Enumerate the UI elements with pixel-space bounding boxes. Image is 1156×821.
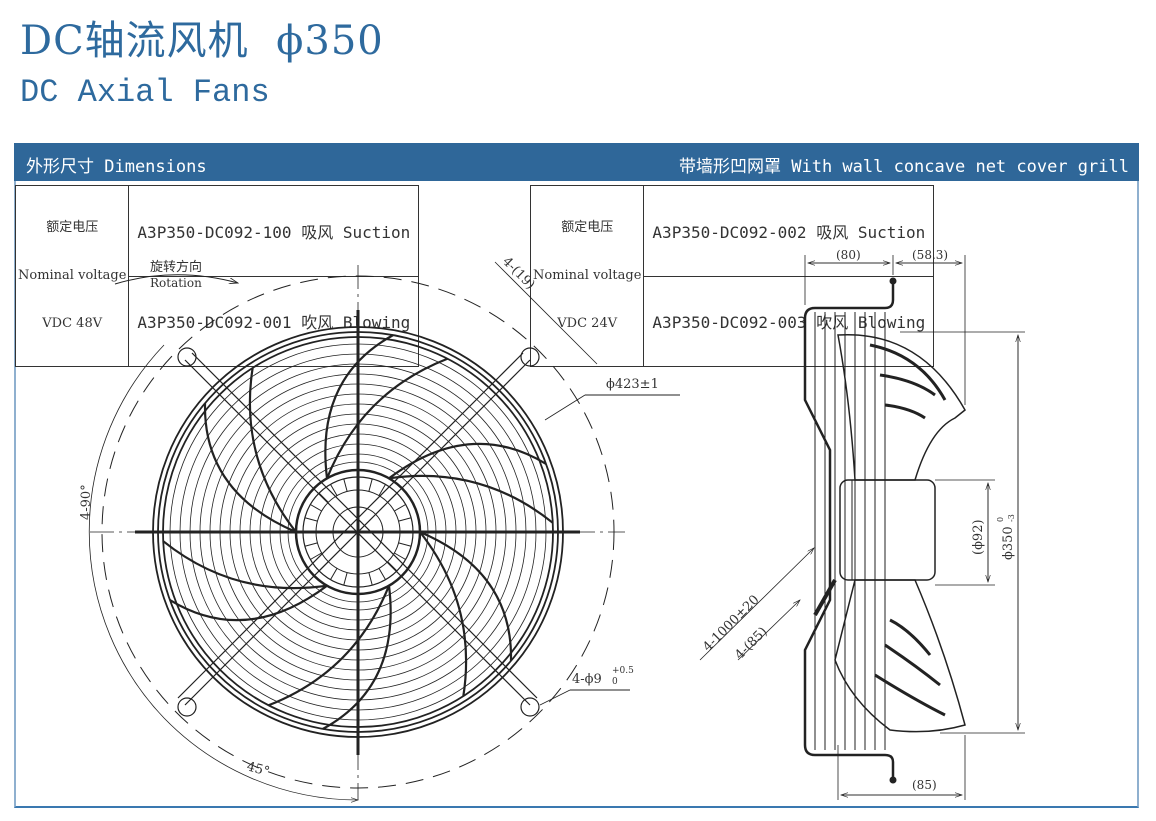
hub-rib (394, 552, 406, 560)
dimensions-panel (14, 143, 1139, 808)
spec-table-48v: 额定电压 Nominal voltage VDC 48V A3P350-DC09… (14, 185, 420, 367)
voltage-value: VDC 24V (557, 316, 618, 331)
hub-rib (398, 542, 412, 547)
model-mode-cn: 吸风 (816, 222, 849, 242)
hub-rib (378, 568, 386, 580)
page-subtitle: DC Axial Fans (20, 74, 270, 111)
voltage-label-en: Nominal voltage (18, 268, 127, 283)
model-code: A3P350-DC092-003 (652, 313, 807, 333)
rotation-label-cn: 旋转方向 (150, 259, 202, 275)
voltage-label-cn: 额定电压 (561, 220, 614, 235)
fan-tol-upper: 0 (996, 517, 1005, 522)
fan-blades (162, 334, 554, 730)
hub-rib (398, 517, 412, 522)
fan-blade (162, 540, 328, 622)
hub-rib (310, 504, 322, 512)
model-row: A3P350-DC092-003 吹风 Blowing (643, 275, 935, 367)
model-mode-cn: 吹风 (301, 313, 334, 333)
model-mode-cn: 吸风 (301, 222, 334, 242)
hub-rib (330, 568, 338, 580)
hub-rib (368, 478, 373, 492)
hub-rib (343, 478, 348, 492)
model-code: A3P350-DC092-001 (137, 313, 292, 333)
model-row: A3P350-DC092-100 吸风 Suction (128, 185, 420, 277)
fan-blade (268, 585, 392, 730)
bracket-depth-dim: (85) (912, 778, 937, 792)
depth-rear-dim: (58.3) (912, 248, 948, 262)
hub-rib (343, 572, 348, 586)
side-view (699, 255, 1025, 800)
side-view-labels: (80) (58.3) (ϕ92) ϕ350 0 -3 4-1000±20 4-… (700, 248, 1016, 792)
hub-rib (304, 517, 318, 522)
page-title: DC轴流风机 ϕ350 (20, 8, 384, 66)
hub-rib (368, 572, 373, 586)
voltage-value: VDC 48V (42, 316, 103, 331)
slot-width-dim: 4-(19) (499, 254, 537, 292)
fan-blade (388, 442, 554, 524)
fan-blade (203, 367, 297, 534)
hole-tol-upper: +0.5 (612, 666, 634, 676)
hub-rib (318, 492, 329, 503)
hub-rib (310, 552, 322, 560)
model-mode-cn: 吹风 (816, 313, 849, 333)
model-code: A3P350-DC092-100 (137, 222, 292, 242)
section-bar: 外形尺寸 Dimensions 带墙形凹网罩 With wall concave… (14, 143, 1139, 181)
angle-offset-dim: 45° (245, 759, 271, 779)
voltage-cell: 额定电压 Nominal voltage VDC 24V (529, 185, 645, 367)
mounting-brackets (177, 347, 540, 717)
model-mode-en: Suction (342, 222, 411, 242)
rotation-arrow-icon (114, 274, 238, 285)
hub-rib (378, 484, 386, 496)
hub-rib (318, 561, 329, 572)
front-view (88, 261, 680, 800)
hole-tol-lower: 0 (612, 677, 618, 687)
rotation-label-en: Rotation (150, 276, 202, 290)
fan-blade (324, 334, 448, 479)
hub-rib (387, 561, 398, 572)
cable-strip-dim: 4-(85) (732, 624, 770, 662)
mount-diameter-dim: ϕ423±1 (606, 377, 659, 392)
voltage-label-en: Nominal voltage (533, 268, 642, 283)
depth-front-dim: (80) (836, 248, 861, 262)
hub-rib (330, 484, 338, 496)
model-code: A3P350-DC092-002 (652, 222, 807, 242)
spec-table-24v: 额定电压 Nominal voltage VDC 24V A3P350-DC09… (529, 185, 935, 367)
hub-rib (394, 504, 406, 512)
section-label-dimensions: 外形尺寸 Dimensions (26, 157, 207, 177)
hub-rib (304, 542, 318, 547)
model-row: A3P350-DC092-001 吹风 Blowing (128, 275, 420, 367)
hub-rib (387, 492, 398, 503)
voltage-cell: 额定电压 Nominal voltage VDC 48V (14, 185, 130, 367)
hub-diameter-dim: (ϕ92) (971, 519, 986, 555)
fan-diameter-dim: ϕ350 (1001, 526, 1016, 560)
angle-spacing-dim: 4-90° (79, 484, 94, 520)
size-label: ϕ350 (276, 18, 384, 64)
fan-tol-lower: -3 (1007, 514, 1016, 522)
model-mode-en: Suction (857, 222, 926, 242)
section-label-grill: 带墙形凹网罩 With wall concave net cover grill (679, 157, 1129, 177)
title-cn: DC轴流风机 (20, 18, 249, 64)
hole-spec-dim: 4-ϕ9 (572, 672, 602, 687)
voltage-label-cn: 额定电压 (46, 220, 99, 235)
fan-blade (419, 530, 513, 697)
